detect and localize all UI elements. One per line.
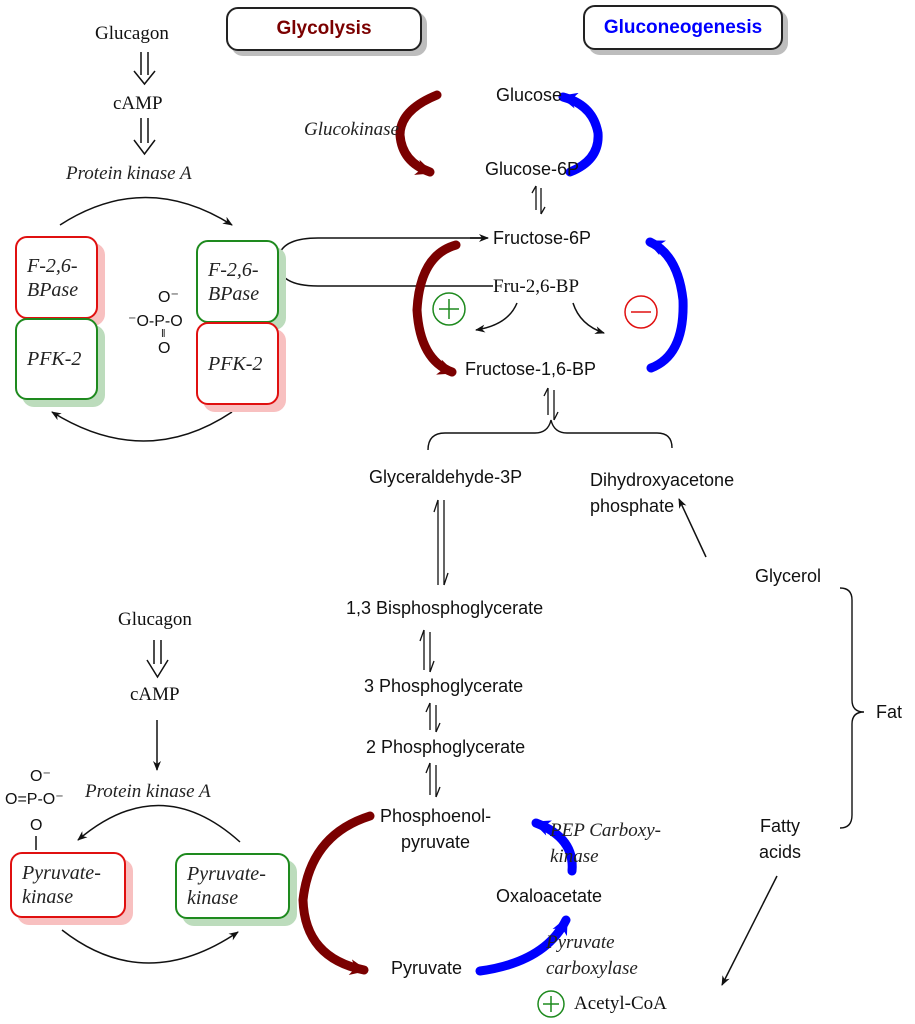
pfk2-box-left: PFK-2 — [15, 318, 98, 400]
pyruvate-kinase-box-active: Pyruvate- kinase — [175, 853, 290, 919]
fat-label: Fat — [876, 702, 903, 722]
pyruvate-label: Pyruvate — [391, 958, 463, 978]
fructose-1-6-bp-label: Fructose-1,6-BP — [465, 359, 597, 379]
connector-f26bpase-fructose6p — [277, 237, 493, 287]
glycolysis-arrow-glucose-g6p — [395, 90, 442, 177]
arrow-fru26bp-inhibits — [572, 302, 605, 334]
fatty-acids-line2: acids — [759, 842, 802, 862]
acetyl-coa-label: Acetyl-CoA — [574, 993, 667, 1014]
brace-triose-split — [427, 419, 673, 451]
hollow-arrow-glucagon-camp — [133, 52, 156, 86]
glycerol-label: Glycerol — [755, 566, 822, 586]
pc-line2: carboxylase — [546, 958, 638, 979]
equilibrium-2pg-pep — [425, 762, 441, 798]
arrow-fru26bp-activates — [475, 302, 518, 333]
arrow-glycerol-dhap — [678, 498, 707, 558]
arrow-fattyacids-acetylcoa — [721, 875, 778, 986]
hollow-arrow-camp-pka — [133, 118, 156, 156]
camp-label-bottom: cAMP — [130, 684, 180, 705]
glucose-label: Glucose — [496, 85, 563, 105]
glycolysis-header-label: Glycolysis — [276, 18, 372, 39]
equilibrium-g3p-13bpg — [433, 499, 449, 586]
equilibrium-g6p-f6p — [531, 185, 546, 215]
phosphate-bottom-o: O — [30, 817, 43, 834]
pc-line1: Pyruvate — [546, 932, 615, 953]
phosphate-bottom-o: O — [158, 340, 171, 357]
equilibrium-3pg-2pg — [425, 702, 441, 733]
f26bpase-right-line1: F-2,6- — [208, 258, 259, 281]
glucagon-label-top: Glucagon — [95, 23, 169, 44]
hollow-arrow-glucagon-camp-bottom — [146, 640, 169, 679]
glycolysis-arrow-f6p-f16bp — [412, 240, 461, 377]
arc-arrow-top-phosphorylation — [59, 196, 233, 226]
oxaloacetate-label: Oxaloacetate — [496, 886, 603, 906]
brace-fat — [839, 587, 865, 829]
phosphate-middle: ⁻O-P-O — [128, 313, 183, 330]
activation-plus-icon — [432, 292, 466, 326]
3-phosphoglycerate-label: 3 Phosphoglycerate — [364, 676, 524, 696]
pfk2-box-right: PFK-2 — [196, 322, 279, 405]
phosphate-bottom-middle: O=P-O⁻ — [5, 791, 64, 808]
dhap-label: Dihydroxyacetone phosphate — [590, 467, 734, 519]
inhibition-minus-icon — [624, 295, 658, 329]
protein-kinase-a-label-top: Protein kinase A — [66, 163, 192, 184]
pepck-line1: PEP Carboxy- — [550, 820, 661, 841]
dhap-line1: Dihydroxyacetone — [590, 470, 735, 490]
pfk2-right-label: PFK-2 — [208, 352, 263, 375]
f26bpase-left-line1: F-2,6- — [27, 254, 78, 277]
pyruvate-kinase-box-phosphorylated: Pyruvate- kinase — [10, 852, 126, 918]
glyceraldehyde-3p-label: Glyceraldehyde-3P — [369, 467, 523, 487]
pfk2-left-label: PFK-2 — [27, 348, 82, 370]
glucagon-label-bottom: Glucagon — [118, 609, 192, 630]
pk-right-line2: kinase — [187, 887, 239, 909]
pep-line1: Phosphoenol- — [380, 806, 492, 826]
glycolysis-arrow-pep-pyruvate — [298, 811, 375, 976]
f26bpase-box-right: F-2,6- BPase — [196, 240, 279, 323]
pyruvate-carboxylase-label: Pyruvate carboxylase — [546, 930, 638, 982]
fru-2-6-bp-label: Fru-2,6-BP — [493, 276, 580, 297]
pk-left-line2: kinase — [22, 886, 74, 908]
fatty-acids-label: Fatty acids — [759, 813, 801, 865]
arc-arrow-bottom-dephosphorylation — [61, 929, 239, 964]
f26bpase-left-line2: BPase — [27, 278, 79, 301]
acetylcoa-activation-plus-icon — [537, 990, 565, 1018]
protein-kinase-a-label-bottom: Protein kinase A — [85, 781, 211, 802]
glycolysis-header: Glycolysis — [226, 7, 422, 51]
dhap-line2: phosphate — [590, 496, 675, 516]
f26bpase-right-line2: BPase — [208, 282, 260, 305]
pep-carboxykinase-label: PEP Carboxy- kinase — [550, 818, 661, 870]
gluconeogenesis-arrow-oxaloacetate-pep — [531, 818, 577, 876]
camp-label-top: cAMP — [113, 93, 163, 114]
equilibrium-f16bp-trioses — [543, 387, 559, 421]
13-bisphosphoglycerate-label: 1,3 Bisphosphoglycerate — [346, 598, 544, 618]
pepck-line2: kinase — [550, 846, 599, 867]
phosphate-top-o: O⁻ — [158, 289, 179, 306]
arc-arrow-bottom-phosphorylation — [77, 804, 241, 843]
equilibrium-13bpg-3pg — [419, 629, 435, 673]
pk-right-line1: Pyruvate- — [187, 863, 266, 885]
2-phosphoglycerate-label: 2 Phosphoglycerate — [366, 737, 526, 757]
gluconeogenesis-arrow-g6p-glucose — [558, 92, 603, 177]
f26bpase-box-left: F-2,6- BPase — [15, 236, 98, 319]
fructose-6p-label: Fructose-6P — [493, 228, 592, 248]
glucose-6p-label: Glucose-6P — [485, 159, 580, 179]
gluconeogenesis-arrow-f16bp-f6p — [645, 237, 688, 373]
gluconeogenesis-header-label: Gluconeogenesis — [603, 16, 763, 38]
phosphoenolpyruvate-label: Phosphoenol- pyruvate — [380, 803, 491, 855]
phosphate-double-bond: ‖ — [161, 328, 166, 340]
fatty-acids-line1: Fatty — [760, 816, 801, 836]
gluconeogenesis-header: Gluconeogenesis — [583, 5, 783, 50]
glucokinase-label: Glucokinase — [304, 119, 399, 140]
gluconeogenesis-arrow-pyruvate-oxaloacetate — [475, 915, 571, 976]
pep-line2: pyruvate — [401, 832, 471, 852]
pk-left-line1: Pyruvate- — [22, 862, 101, 884]
arc-arrow-top-dephosphorylation — [51, 411, 233, 442]
phosphate-bottom-top-o: O⁻ — [30, 768, 51, 785]
